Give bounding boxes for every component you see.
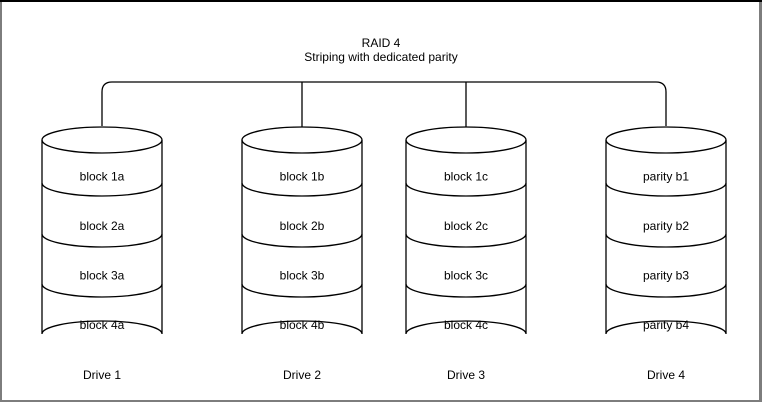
drive-4: parity b1 parity b2 parity b3 parity b4 …: [605, 126, 727, 396]
segment-divider: [605, 283, 727, 298]
segment-divider: [241, 182, 363, 197]
block-label: block 3c: [444, 269, 488, 283]
cylinder-top-rim: [41, 139, 163, 154]
block-label: parity b4: [643, 318, 689, 332]
drive-3: block 1c block 2c block 3c block 4c Driv…: [405, 126, 527, 396]
block-label: block 2c: [444, 219, 488, 233]
segment-divider: [405, 233, 527, 248]
drive-2: block 1b block 2b block 3b block 4b Driv…: [241, 126, 363, 396]
segment-divider: [41, 283, 163, 298]
block-label: block 4c: [444, 318, 488, 332]
block-label: parity b3: [643, 269, 689, 283]
segment-divider: [41, 233, 163, 248]
cylinder-top-rim: [405, 139, 527, 154]
drive-1-label: Drive 1: [82, 368, 121, 382]
segment-divider: [241, 283, 363, 298]
drive-3-label: Drive 3: [446, 368, 485, 382]
drive-2-cylinder-icon: block 1b block 2b block 3b block 4b: [241, 126, 363, 335]
drive-1: block 1a block 2a block 3a block 4a Driv…: [41, 126, 163, 396]
segment-divider: [605, 233, 727, 248]
block-label: block 2b: [280, 219, 325, 233]
block-label: parity b2: [643, 219, 689, 233]
diagram-title: RAID 4: [361, 36, 401, 50]
segment-divider: [405, 182, 527, 197]
bus-connector-line: [101, 81, 667, 127]
block-label: block 2a: [80, 219, 125, 233]
segment-divider: [405, 283, 527, 298]
drive-4-label: Drive 4: [646, 368, 685, 382]
drive-3-cylinder-icon: block 1c block 2c block 3c block 4c: [405, 126, 527, 335]
block-label: parity b1: [643, 170, 689, 184]
block-label: block 1b: [280, 170, 325, 184]
block-label: block 4a: [80, 318, 125, 332]
block-label: block 4b: [280, 318, 325, 332]
segment-divider: [605, 182, 727, 197]
segment-divider: [41, 182, 163, 197]
block-label: block 3b: [280, 269, 325, 283]
cylinder-top-rim: [605, 139, 727, 154]
drive-4-cylinder-icon: parity b1 parity b2 parity b3 parity b4: [605, 126, 727, 335]
segment-divider: [241, 233, 363, 248]
diagram-subtitle: Striping with dedicated parity: [304, 50, 458, 64]
block-label: block 1c: [444, 170, 488, 184]
diagram-title-block: RAID 4 Striping with dedicated parity: [0, 36, 762, 64]
block-label: block 1a: [80, 170, 125, 184]
drive-1-cylinder-icon: block 1a block 2a block 3a block 4a: [41, 126, 163, 335]
cylinder-top-rim: [241, 139, 363, 154]
drive-2-label: Drive 2: [282, 368, 321, 382]
block-label: block 3a: [80, 269, 125, 283]
